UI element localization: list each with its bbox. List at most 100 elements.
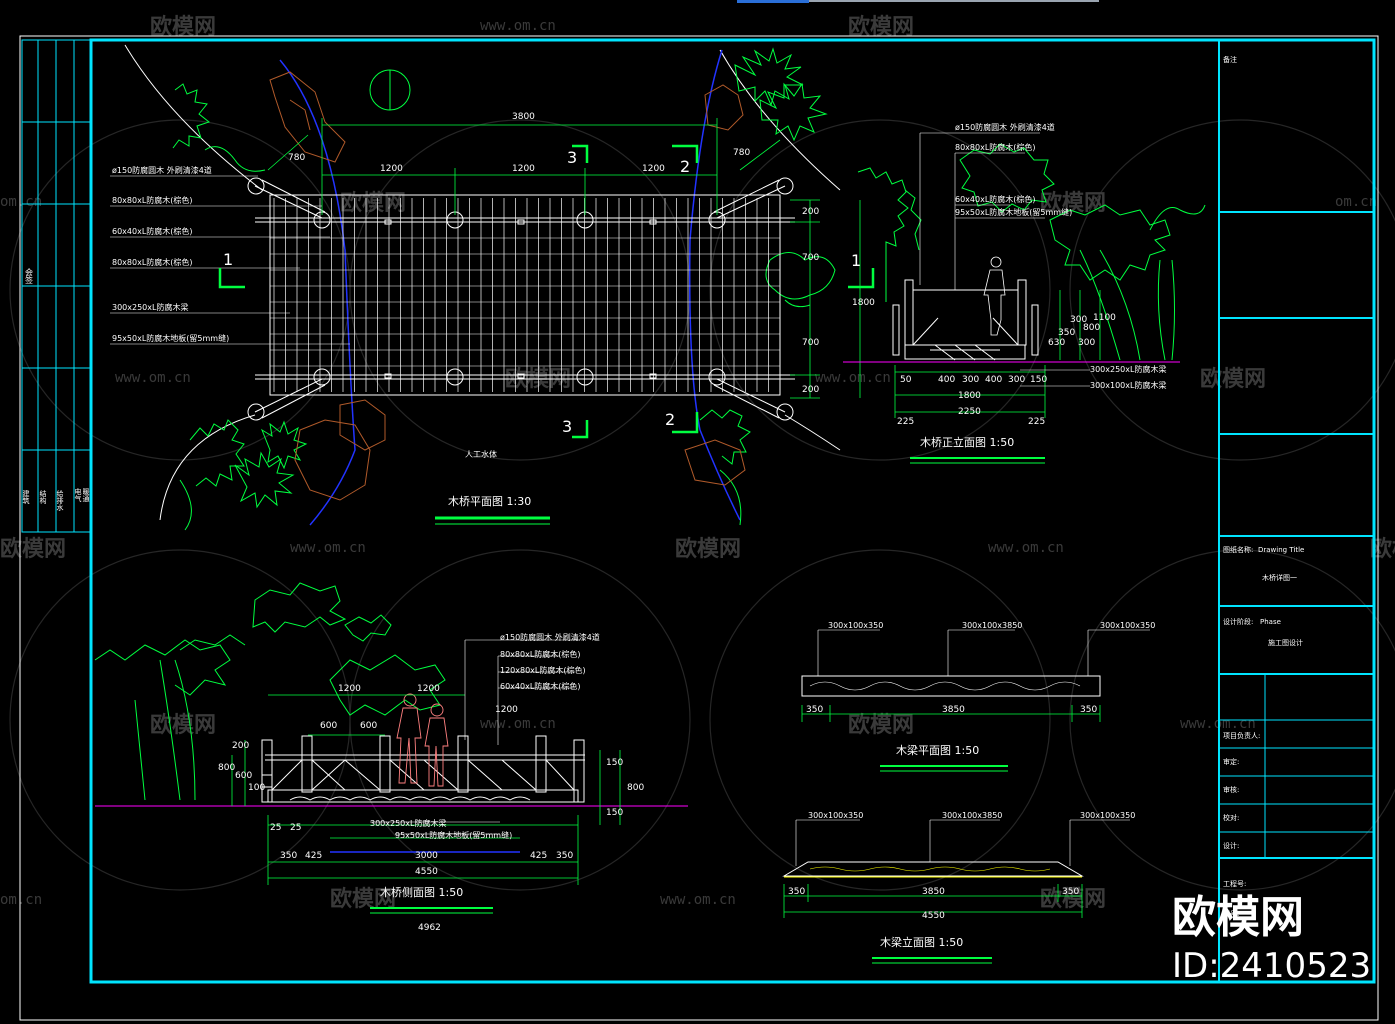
dim-text: 300 [1070, 315, 1087, 325]
watermark-text: 欧模网 [675, 536, 741, 562]
section-markers [218, 144, 875, 439]
dim-text: 400 [938, 375, 955, 385]
plan-label: 80x80xL防腐木(棕色) [112, 257, 193, 267]
plan-label: 80x80xL防腐木(棕色) [112, 195, 193, 205]
title-block-grid [1219, 674, 1374, 858]
front-label: 60x40xL防腐木(棕色) [955, 194, 1036, 204]
left-signoff-strip [21, 39, 91, 533]
signoff-row: 暖通 [82, 488, 90, 503]
beam-label: 300x100x350 [1100, 621, 1155, 630]
tb-row: 项目负责人: [1223, 731, 1260, 740]
phase-value: 施工图设计 [1268, 638, 1303, 647]
watermark-url: www.om.cn [480, 18, 556, 34]
dim-text: 350 [556, 851, 573, 861]
side-leaders [370, 639, 580, 835]
scale-figure [983, 256, 1006, 336]
dim-text: 300 [962, 375, 979, 385]
dim-text: 350 [1080, 705, 1097, 715]
deck-joists [270, 237, 780, 367]
dim-overall: 3800 [512, 112, 535, 122]
watermark-text: 欧模网 [1040, 886, 1106, 912]
dim-text: 600 [320, 721, 337, 731]
beam-elev-leaders [795, 819, 1130, 866]
notes-label: 备注 [1223, 55, 1237, 64]
dim-text: 225 [897, 417, 914, 427]
dim-text: 800 [1083, 323, 1100, 333]
water-label: 人工水体 [465, 449, 497, 459]
dim-text: 400 [985, 375, 1002, 385]
plan-view: 3800 1200 1200 1200 780 780 200 700 1800… [110, 44, 875, 531]
watermark-text: 欧模网 [848, 712, 914, 738]
section-mark: 1 [223, 250, 233, 269]
section-mark: 1 [851, 251, 861, 270]
section-mark: 3 [567, 148, 577, 167]
dim-text: 100 [248, 783, 265, 793]
splayed-rails [254, 179, 786, 419]
dim-text: 350 [1062, 887, 1079, 897]
watermark-url: om.cn [1335, 194, 1377, 210]
watermark-text: 欧模网 [1040, 190, 1106, 216]
side-label: 60x40xL防腐木(棕色) [500, 681, 581, 691]
dim-text: 2250 [958, 407, 981, 417]
watermark-text: 欧模网 [1200, 366, 1266, 392]
title-block [1218, 40, 1374, 982]
watermark-text: 欧模网 [340, 190, 406, 216]
tb-row: 审核: [1223, 785, 1239, 794]
beam-plan-title: 木梁平面图 1:50 [896, 743, 979, 757]
phase-en: Phase [1260, 618, 1281, 626]
dim-text: 350 [1058, 328, 1075, 338]
beam-plan: 300x100x350 300x100x3850 300x100x350 350… [801, 621, 1155, 772]
plan-label: 60x40xL防腐木(棕色) [112, 226, 193, 236]
plan-rocks [269, 71, 746, 501]
sheet-frame [89, 38, 1376, 984]
watermark-url: www.om.cn [1180, 716, 1256, 732]
watermark-url: www.om.cn [815, 370, 891, 386]
water-edge [688, 49, 741, 521]
brand-name: 欧模网 [1172, 892, 1304, 943]
beam-elev-title: 木梁立面图 1:50 [880, 935, 963, 949]
shoreline [124, 44, 263, 191]
dim-text: 3850 [942, 705, 965, 715]
front-elevation: 50 400 300 400 300 150 1800 225 2250 225… [843, 122, 1206, 464]
front-label: ø150防腐圆木 外刷清漆4道 [955, 122, 1055, 132]
watermark-url: www.om.cn [988, 540, 1064, 556]
dim-text: 700 [802, 253, 819, 263]
watermark-url: www.om.cn [115, 370, 191, 386]
beam-plan-dims [801, 705, 1101, 722]
scrollbar-thumb[interactable] [737, 0, 809, 3]
dim-text: 200 [232, 741, 249, 751]
beam-label: 300x100x350 [1080, 811, 1135, 820]
side-label: 300x250xL防腐木梁 [370, 818, 446, 828]
tb-row: 校对: [1223, 813, 1239, 822]
drawing-name-en: Drawing Title [1258, 546, 1304, 554]
drawing-name-label: 图纸名称: [1223, 545, 1253, 554]
dim-text: 4550 [922, 911, 945, 921]
signoff-row: 电气 [74, 487, 82, 502]
dim-text: 150 [606, 758, 623, 768]
signoff-label: 会签 [25, 267, 34, 284]
beam-elevation: 300x100x350 300x100x3850 300x100x350 350… [782, 811, 1135, 964]
dim-text: 3850 [922, 887, 945, 897]
side-label: ø150防腐圆木 外刷清漆4道 [500, 632, 600, 642]
scrollbar-track[interactable] [809, 0, 1099, 2]
shoreline [784, 414, 841, 451]
dim-text: 4550 [415, 867, 438, 877]
front-label: 95x50xL防腐木地板(留5mm缝) [955, 207, 1072, 217]
plan-label: 300x250xL防腐木梁 [112, 302, 188, 312]
dim-text: 1200 [338, 684, 361, 694]
watermark-url: www.om.cn [290, 540, 366, 556]
section-mark: 3 [562, 417, 572, 436]
dim-text: 350 [806, 705, 823, 715]
dim-text: 200 [802, 207, 819, 217]
deck-boards [273, 198, 769, 392]
section-mark: 2 [680, 157, 690, 176]
dim-text: 1200 [495, 705, 518, 715]
beam-label: 300x100x350 [828, 621, 883, 630]
side-bridge [261, 735, 585, 803]
beam-label: 300x100x350 [808, 811, 863, 820]
watermark-text: 欧模网 [150, 712, 216, 738]
watermark-url: om.cn [0, 194, 42, 210]
front-title: 木桥正立面图 1:50 [920, 435, 1014, 449]
dim-text: 800 [218, 763, 235, 773]
